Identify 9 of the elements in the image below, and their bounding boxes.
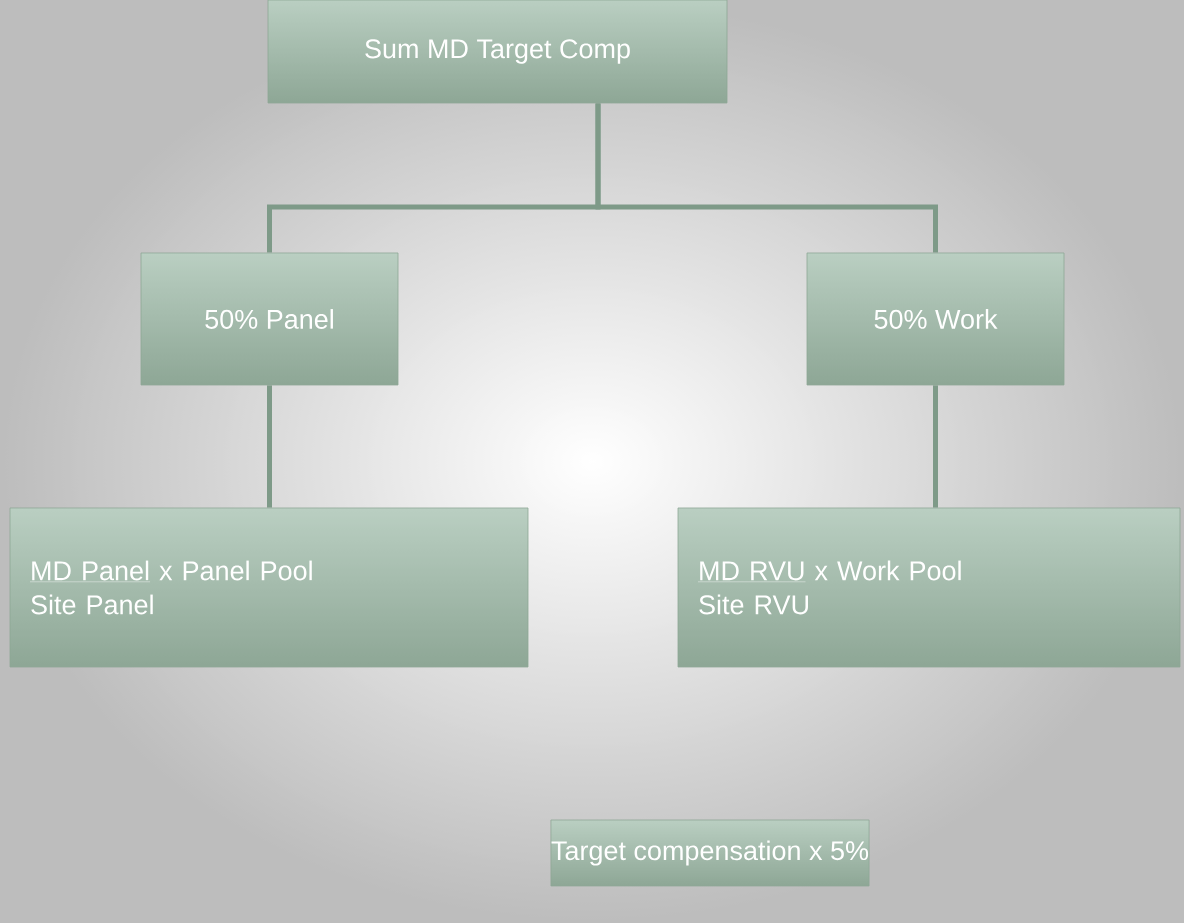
connector-line xyxy=(595,103,938,253)
process-box: MD RVU x Work Pool Site RVU xyxy=(677,507,1181,668)
process-box: 50% Work xyxy=(806,252,1065,386)
connector-line xyxy=(267,385,272,508)
connector-line xyxy=(933,385,938,508)
process-box: MD Panel x Panel Pool Site Panel xyxy=(9,507,529,668)
process-box: Sum MD Target Comp xyxy=(267,0,728,104)
process-box: 50% Panel xyxy=(140,252,399,386)
process-box: Target compensation x 5% xyxy=(550,819,870,887)
